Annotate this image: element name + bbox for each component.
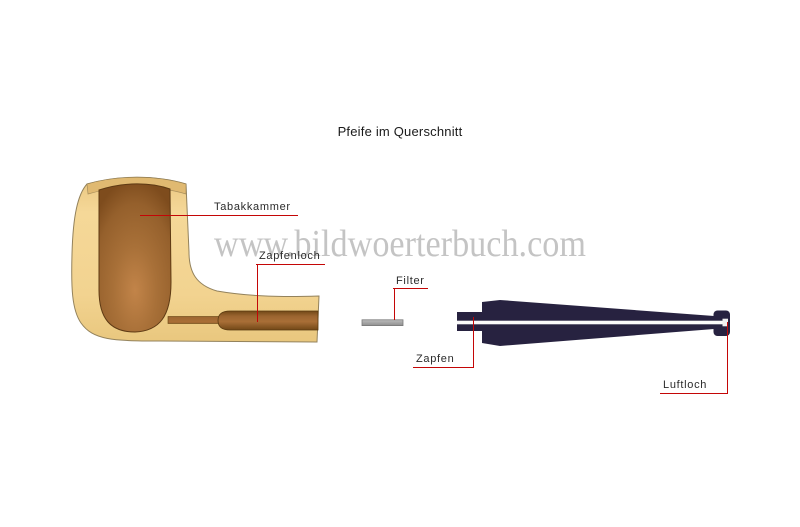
filter-bar <box>361 319 404 326</box>
air-channel <box>167 316 223 324</box>
diagram-title: Pfeife im Querschnitt <box>337 124 463 139</box>
tobacco-chamber <box>98 183 172 333</box>
label-luftloch: Luftloch <box>663 379 708 391</box>
air-hole <box>722 318 728 327</box>
leader-line-filter <box>394 289 395 320</box>
mortise-bore <box>217 310 319 331</box>
watermark: www.bildwoerterbuch.com <box>214 223 586 265</box>
leader-underline-filter <box>393 288 428 289</box>
label-zapfen: Zapfen <box>416 353 455 365</box>
leader-line-zapfenloch <box>257 265 258 322</box>
leader-line-tabakkammer <box>140 215 298 216</box>
stem-airway <box>457 320 723 325</box>
leader-underline-zapfen <box>413 367 474 368</box>
label-zapfenloch: Zapfenloch <box>259 250 321 262</box>
label-tabakkammer: Tabakkammer <box>214 201 291 213</box>
label-filter: Filter <box>396 275 425 287</box>
leader-underline-zapfenloch <box>256 264 325 265</box>
leader-line-luftloch <box>727 322 728 393</box>
leader-line-zapfen <box>473 317 474 367</box>
leader-underline-luftloch <box>660 393 728 394</box>
